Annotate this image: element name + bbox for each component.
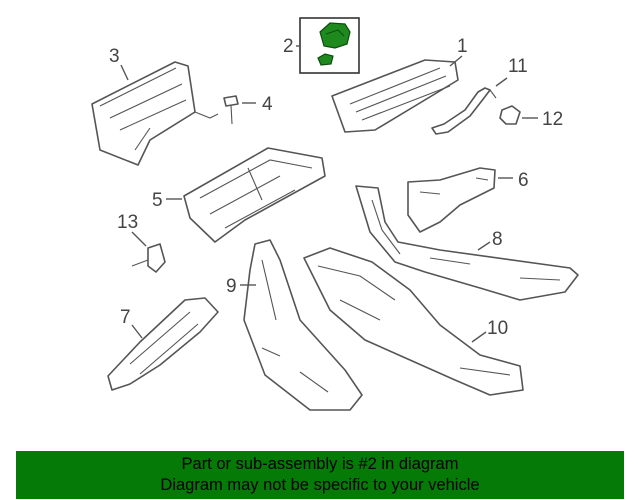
callout-11: 11 [508,56,528,77]
callout-7: 7 [120,307,131,328]
banner-line-2: Diagram may not be specific to your vehi… [160,476,480,494]
part-4 [223,95,239,125]
part-8 [355,185,579,301]
part-7 [107,297,219,391]
part-11 [431,87,497,135]
leader-7 [131,324,143,339]
part-3 [91,61,219,166]
callout-12: 12 [542,109,563,130]
callout-3: 3 [109,46,120,67]
leader-13 [131,231,147,247]
callout-13: 13 [117,212,138,233]
part-6 [407,167,496,233]
part-13 [131,243,166,273]
part-2-highlight[interactable] [299,17,360,74]
part-5 [183,147,326,243]
leader-1 [449,55,463,67]
banner-line-1: Part or sub-assembly is #2 in diagram [181,455,459,473]
part-9 [243,239,363,411]
leader-3 [120,64,129,81]
callout-10: 10 [487,318,508,339]
callout-6: 6 [518,170,529,191]
part-12 [499,105,521,125]
callout-9: 9 [226,276,237,297]
part-1 [331,59,459,133]
callout-2: 2 [283,36,294,57]
callout-5: 5 [152,190,163,211]
callout-1: 1 [457,36,468,57]
leader-10 [471,331,487,343]
leader-11 [495,77,508,87]
callout-4: 4 [262,94,273,115]
callout-8: 8 [492,229,503,250]
leader-8 [477,241,491,251]
info-banner: Part or sub-assembly is #2 in diagram Di… [16,451,624,499]
part-10 [303,247,524,396]
